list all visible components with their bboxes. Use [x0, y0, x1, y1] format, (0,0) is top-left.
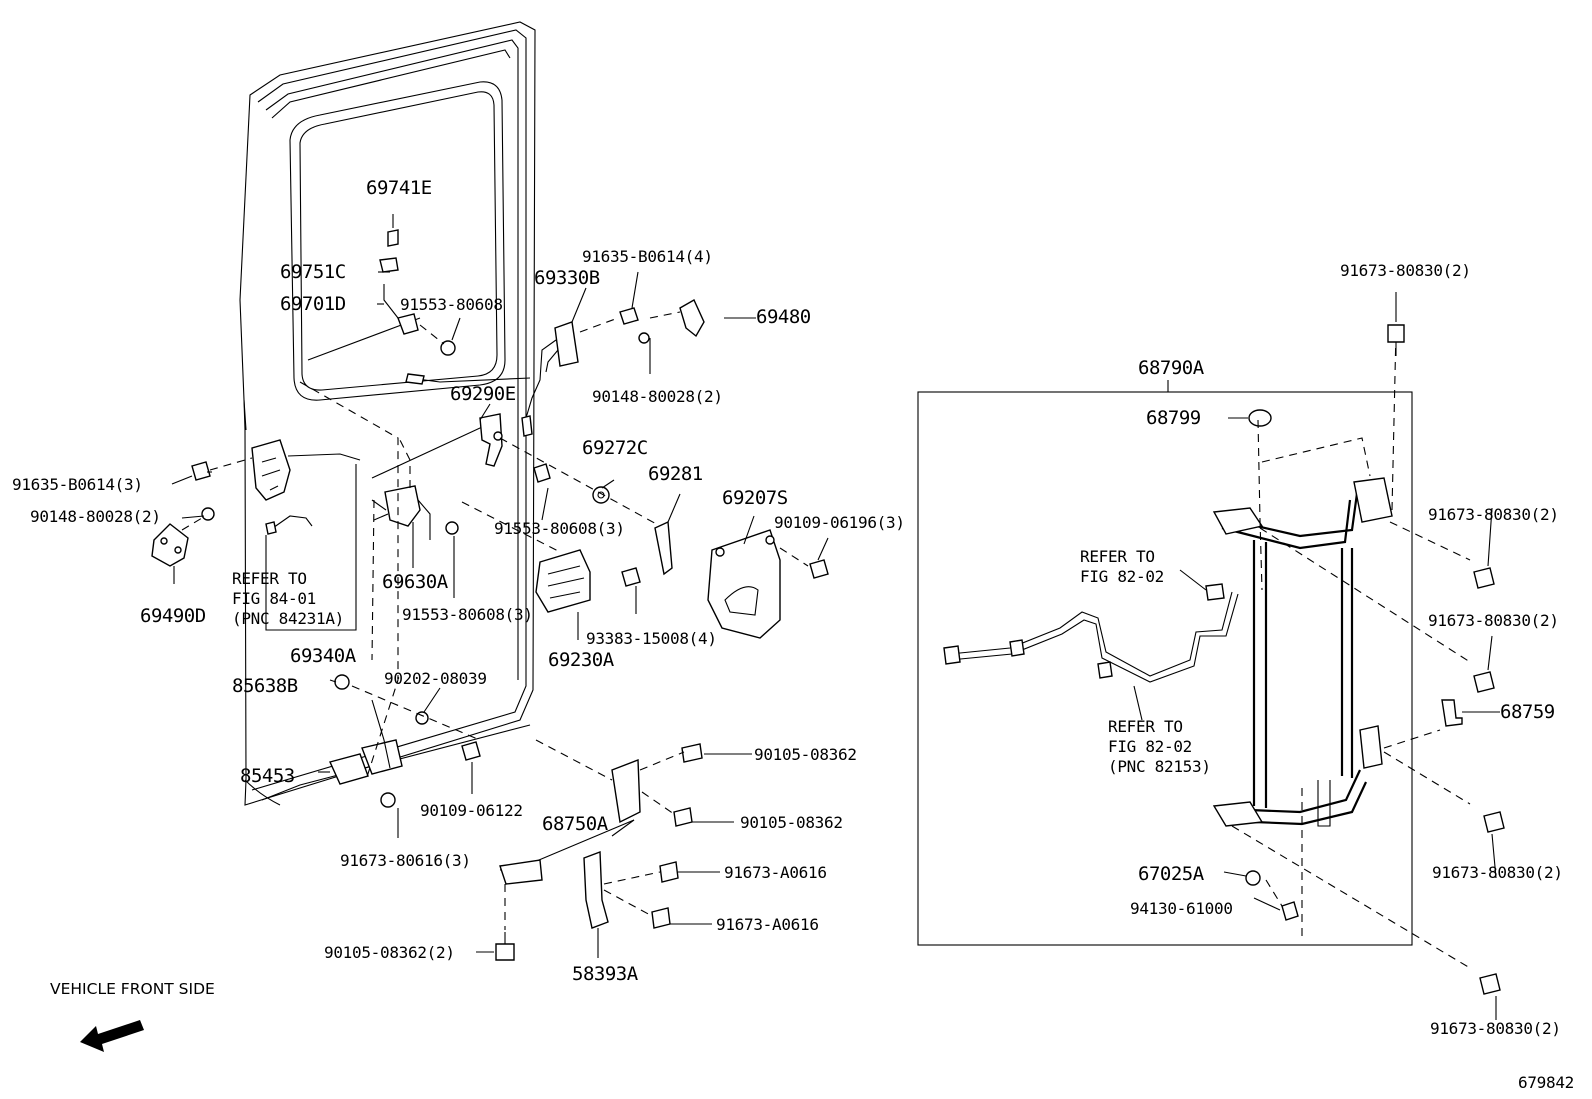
label-90109-06196-3: 90109-06196(3)	[774, 513, 905, 532]
label-91553-80608-3-a: 91553-80608(3)	[494, 519, 625, 538]
label-85638B: 85638B	[232, 675, 298, 697]
label-67025A: 67025A	[1138, 863, 1205, 885]
label-68759: 68759	[1500, 701, 1555, 723]
ref-right-top-line2: FIG 82-02	[1080, 567, 1164, 586]
ref-left-line1: REFER TO	[232, 569, 307, 588]
label-69330B: 69330B	[534, 267, 600, 289]
ref-right-mid-line1: REFER TO	[1108, 717, 1183, 736]
label-91673-80830-2-r2: 91673-80830(2)	[1428, 611, 1559, 630]
ref-right-mid-line3: (PNC 82153)	[1108, 757, 1211, 776]
label-91635-B0614-3: 91635-B0614(3)	[12, 475, 143, 494]
part-85453-shape	[329, 753, 369, 785]
label-90148-80028-2-top: 90148-80028(2)	[592, 387, 723, 406]
part-68759-shape	[1441, 699, 1463, 727]
part-69490D-shape	[151, 523, 189, 567]
part-69340A-lock	[251, 439, 291, 501]
callout-labels: 69741E 69751C 69701D 91553-80608 69330B …	[12, 177, 1563, 1038]
part-68799-shape	[1248, 409, 1272, 427]
label-68750A: 68750A	[542, 813, 609, 835]
label-85453: 85453	[240, 765, 295, 787]
part-69230A-shape	[535, 549, 591, 613]
label-90109-06122: 90109-06122	[420, 801, 523, 820]
label-91673-80830-2-r1: 91673-80830(2)	[1428, 505, 1559, 524]
front-arrow-icon	[80, 1020, 144, 1052]
label-90148-80028-2-left: 90148-80028(2)	[30, 507, 161, 526]
label-91673-A0616-a: 91673-A0616	[724, 863, 827, 882]
leader-lines	[171, 271, 1281, 958]
label-69290E: 69290E	[450, 383, 516, 405]
part-69281-shape	[654, 520, 673, 576]
label-69480: 69480	[756, 306, 811, 328]
label-91673-80830-2-r3: 91673-80830(2)	[1432, 863, 1563, 882]
part-69751C-shape	[379, 257, 399, 273]
label-90105-08362-2: 90105-08362(2)	[324, 943, 455, 962]
ref-right-top-line1: REFER TO	[1080, 547, 1155, 566]
label-58393A: 58393A	[572, 963, 639, 985]
label-69281: 69281	[648, 463, 703, 485]
label-91673-80830-2-top: 91673-80830(2)	[1340, 261, 1471, 280]
label-91635-B0614-4: 91635-B0614(4)	[582, 247, 713, 266]
reference-notes: REFER TO FIG 84-01 (PNC 84231A) REFER TO…	[232, 547, 1211, 776]
part-68750A-bracket	[611, 758, 641, 824]
part-69272C-shape	[592, 486, 610, 504]
vehicle-front-indicator: VEHICLE FRONT SIDE	[50, 980, 215, 1052]
label-90105-08362-a: 90105-08362	[754, 745, 857, 764]
label-68790A: 68790A	[1138, 357, 1205, 379]
label-91673-80830-2-bot: 91673-80830(2)	[1430, 1019, 1561, 1038]
label-69701D: 69701D	[280, 293, 346, 315]
part-69330B-shape	[554, 321, 579, 367]
label-91673-A0616-b: 91673-A0616	[716, 915, 819, 934]
label-93383-15008-4: 93383-15008(4)	[586, 629, 717, 648]
label-69630A: 69630A	[382, 571, 449, 593]
label-69272C: 69272C	[582, 437, 648, 459]
ref-left-line2: FIG 84-01	[232, 589, 316, 608]
part-69741E-shape	[387, 229, 399, 247]
label-90202-08039: 90202-08039	[384, 669, 487, 688]
part-69480-shape	[679, 299, 705, 338]
label-69230A: 69230A	[548, 649, 615, 671]
label-68799: 68799	[1146, 407, 1201, 429]
label-69741E: 69741E	[366, 177, 432, 199]
part-69207S-shape	[707, 529, 781, 639]
label-91673-80616-3: 91673-80616(3)	[340, 851, 471, 870]
door-parts	[151, 214, 829, 961]
label-90105-08362-b: 90105-08362	[740, 813, 843, 832]
label-69751C: 69751C	[280, 261, 346, 283]
vehicle-front-label: VEHICLE FRONT SIDE	[50, 980, 215, 998]
part-58393A-shape	[583, 851, 609, 929]
label-69207S: 69207S	[722, 487, 788, 509]
label-94130-61000: 94130-61000	[1130, 899, 1233, 918]
ref-right-mid-line2: FIG 82-02	[1108, 737, 1192, 756]
label-91553-80608-3-b: 91553-80608(3)	[402, 605, 533, 624]
label-69490D: 69490D	[140, 605, 206, 627]
label-91553-80608: 91553-80608	[400, 295, 503, 314]
rail-assembly	[917, 292, 1505, 1020]
ref-left-line3: (PNC 84231A)	[232, 609, 344, 628]
figure-id: 679842	[1518, 1073, 1574, 1092]
label-69340A: 69340A	[290, 645, 357, 667]
part-69630A-shape	[384, 485, 421, 527]
